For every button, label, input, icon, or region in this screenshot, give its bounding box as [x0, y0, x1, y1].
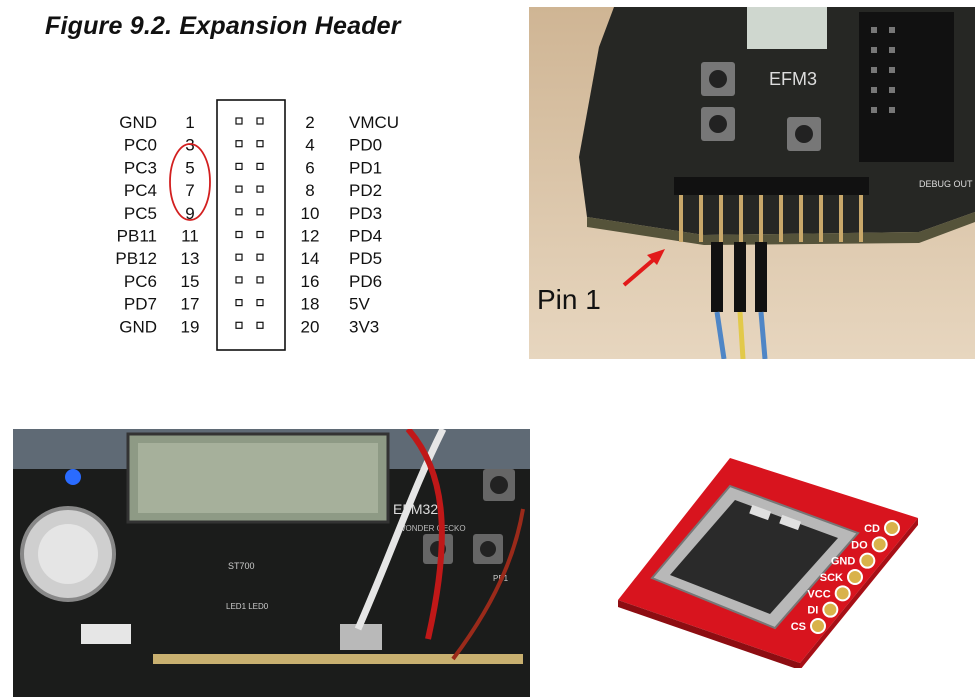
header-pin-pad: [235, 321, 243, 329]
sd-pad-label: DI: [807, 605, 818, 617]
board-header-illustration: EFM3 DEBUG OUT: [529, 7, 975, 359]
header-pin-pad: [256, 321, 264, 329]
pin-number-left: 13: [181, 249, 200, 268]
header-pin-pad: [235, 230, 243, 239]
header-pin-pad: [256, 276, 264, 284]
pin-name-left: PC5: [124, 204, 157, 223]
pin-name-right: PD3: [349, 204, 382, 223]
board-lcd-illustration: EFM32 WONDER GECKO ST700 LED1 LED0 PB1: [13, 429, 530, 697]
silkscreen-efm32: EFM32: [393, 501, 438, 517]
header-pin-pad: [235, 162, 243, 170]
highlight-circle: [169, 143, 211, 221]
pin-number-right: 20: [301, 317, 320, 336]
sd-pad-label: GND: [831, 556, 856, 568]
pin-name-left: GND: [119, 317, 157, 336]
header-pin-pad: [256, 117, 264, 125]
pin-number-right: 12: [301, 227, 320, 246]
blue-led: [65, 469, 81, 485]
header-pin-pad: [235, 253, 243, 261]
pin-number-right: 10: [301, 204, 320, 223]
header-outline: [216, 99, 286, 351]
pin-name-right: 5V: [349, 295, 370, 314]
pin-number-left: 7: [185, 181, 194, 200]
pin-number-left: 3: [185, 136, 194, 155]
sd-pad: [859, 552, 876, 569]
sd-pad-label: DO: [851, 539, 868, 551]
header-pin-pad: [235, 185, 243, 193]
header-pin-pad: [235, 299, 243, 307]
header-pin-pad: [256, 253, 264, 261]
pin-number-right: 4: [305, 136, 314, 155]
header-pin-pad: [256, 208, 264, 216]
sd-pad-label: CS: [791, 621, 806, 633]
pin-number-left: 19: [181, 317, 200, 336]
header-pin-pad: [235, 140, 243, 148]
pin-number-left: 15: [181, 272, 200, 291]
pin-name-left: GND: [119, 113, 157, 132]
pin-name-left: PC3: [124, 158, 157, 177]
header-pin-pad: [235, 276, 243, 284]
pin-name-right: VMCU: [349, 113, 399, 132]
radio-module: [747, 7, 827, 49]
pin-name-left: PB11: [117, 227, 157, 246]
sd-pad-label: CD: [864, 523, 880, 535]
board-lcd-photo: EFM32 WONDER GECKO ST700 LED1 LED0 PB1: [13, 429, 530, 697]
silkscreen-efm: EFM3: [769, 69, 817, 89]
header-pin-pad: [256, 162, 264, 170]
pin-name-left: PC4: [124, 181, 157, 200]
header-pin-pad: [235, 117, 243, 125]
silkscreen-st700: ST700: [228, 561, 255, 571]
header-pin-pad: [256, 140, 264, 148]
header-pin-pad: [256, 299, 264, 307]
pin-name-left: PB12: [115, 249, 157, 268]
pin-name-right: PD5: [349, 249, 382, 268]
pin-number-right: 8: [305, 181, 314, 200]
pin-number-left: 9: [185, 204, 194, 223]
sd-pad-label: SCK: [820, 572, 843, 584]
pin-name-left: PC0: [124, 136, 157, 155]
pin-number-left: 17: [181, 295, 200, 314]
header-pin-pad: [235, 208, 243, 216]
pin-name-right: PD4: [349, 227, 382, 246]
silkscreen-debug: DEBUG OUT: [919, 179, 973, 189]
sd-pad-label: VCC: [807, 588, 830, 600]
sd-pad: [822, 601, 839, 618]
pin-number-right: 16: [301, 272, 320, 291]
sd-pad: [871, 536, 888, 553]
pin-number-right: 6: [305, 158, 314, 177]
sd-pad: [834, 585, 851, 602]
figure-title: Figure 9.2. Expansion Header: [45, 12, 401, 40]
header-pin-pad: [256, 230, 264, 239]
pin-name-left: PC6: [124, 272, 157, 291]
pin-number-left: 1: [185, 113, 194, 132]
sd-pad: [847, 569, 863, 585]
pin-name-right: PD1: [349, 158, 382, 177]
header-pin-pad: [256, 185, 264, 193]
sd-pad: [810, 618, 826, 634]
pin-number-left: 5: [185, 158, 194, 177]
pin-name-right: PD2: [349, 181, 382, 200]
pin-name-right: PD0: [349, 136, 382, 155]
pin-name-right: PD6: [349, 272, 382, 291]
pin-number-right: 18: [301, 295, 320, 314]
pin-name-left: PD7: [124, 295, 157, 314]
board-header-photo: EFM3 DEBUG OUT: [529, 7, 975, 359]
pin-number-right: 2: [305, 113, 314, 132]
silkscreen-leds: LED1 LED0: [226, 602, 269, 611]
pin-name-right: 3V3: [349, 317, 379, 336]
pin-number-right: 14: [301, 249, 320, 268]
pin1-label: Pin 1: [537, 284, 601, 315]
silkscreen-wonder: WONDER GECKO: [398, 524, 466, 533]
pin-number-left: 11: [181, 227, 199, 246]
sd-pad: [884, 520, 900, 536]
